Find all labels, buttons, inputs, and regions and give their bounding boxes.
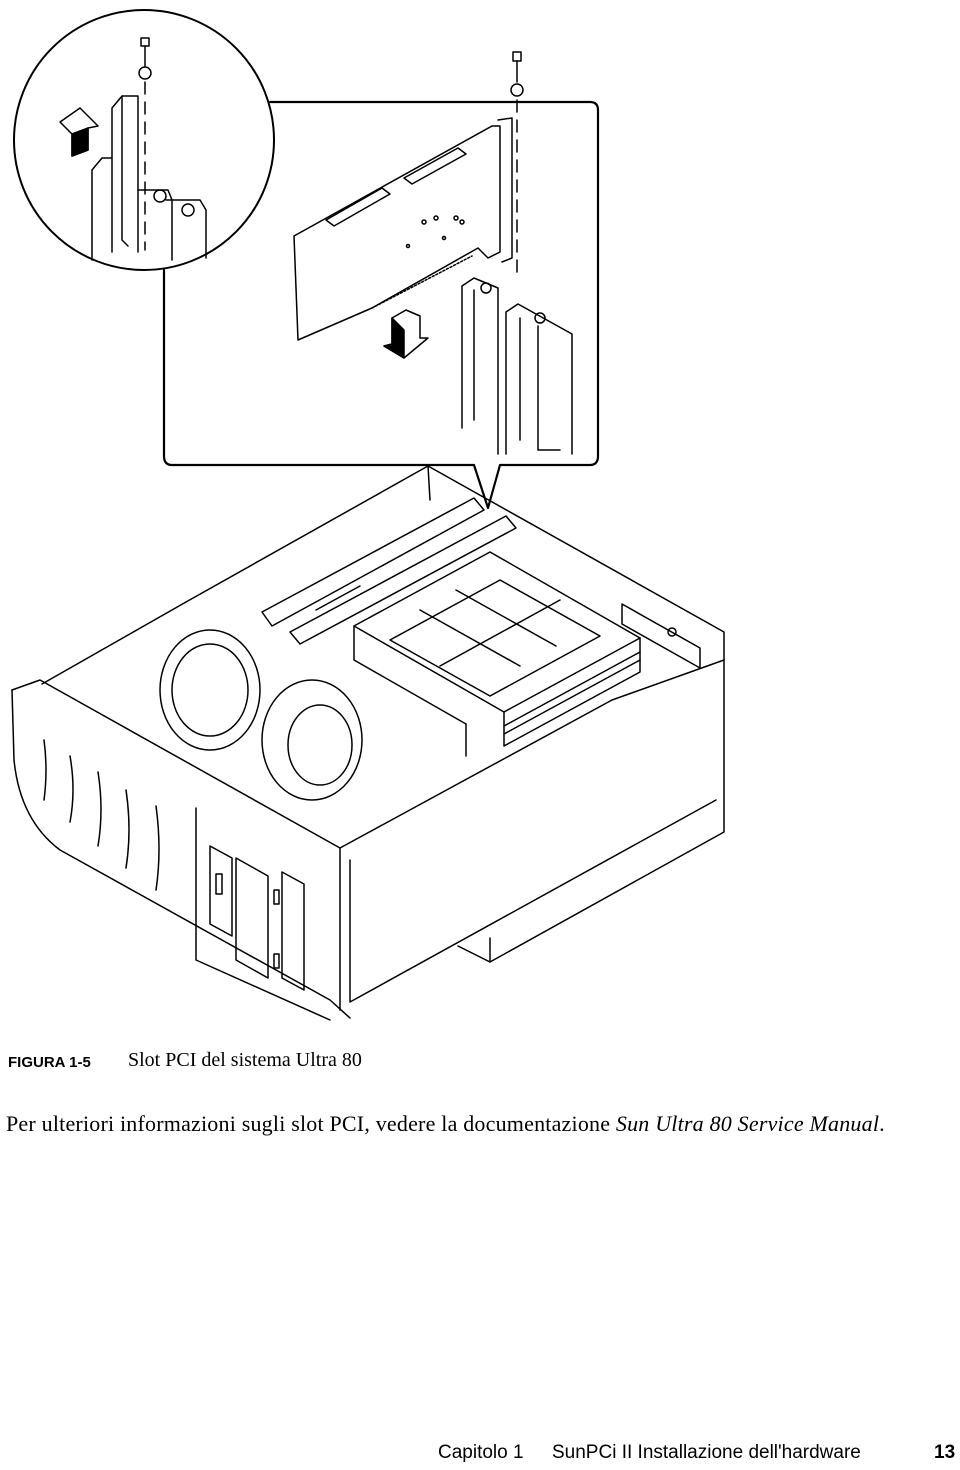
- manual-title: Sun Ultra 80 Service Manual: [615, 1111, 880, 1136]
- paragraph-end: .: [879, 1111, 885, 1136]
- slot-brackets: [461, 277, 573, 455]
- page-footer: Capitolo 1 SunPCi II Installazione dell'…: [0, 1442, 960, 1470]
- power-supply: [621, 603, 701, 669]
- drive-bays: [209, 845, 305, 991]
- footer-chapter: Capitolo 1: [438, 1442, 524, 1463]
- paragraph-text: Per ulteriori informazioni sugli slot PC…: [6, 1111, 616, 1136]
- figure-label: FIGURA 1-5: [8, 1054, 91, 1071]
- pci-slot-illustration: [11, 9, 725, 1021]
- inset-screw-icon: [138, 37, 152, 251]
- page-number: 13: [934, 1442, 956, 1463]
- fan-right: [261, 679, 363, 801]
- down-arrow-icon: [383, 309, 429, 359]
- figure-caption-text: Slot PCI del sistema Ultra 80: [128, 1049, 362, 1071]
- system-chassis: [11, 465, 725, 1021]
- detail-callout-box: [162, 51, 600, 510]
- card-screw-icon: [510, 51, 524, 281]
- cpu-module-cage: [353, 551, 641, 757]
- footer-title: SunPCi II Installazione dell'hardware: [552, 1442, 861, 1463]
- inset-up-arrow-icon: [59, 107, 99, 157]
- zoom-circle-inset: [13, 9, 275, 271]
- body-paragraph: Per ulteriori informazioni sugli slot PC…: [6, 1108, 936, 1140]
- fan-left: [159, 629, 261, 751]
- pci-card: [293, 117, 513, 341]
- front-bezel-vents: [43, 739, 160, 891]
- pci-cards-in-chassis: [261, 497, 517, 645]
- inset-bracket: [91, 95, 207, 261]
